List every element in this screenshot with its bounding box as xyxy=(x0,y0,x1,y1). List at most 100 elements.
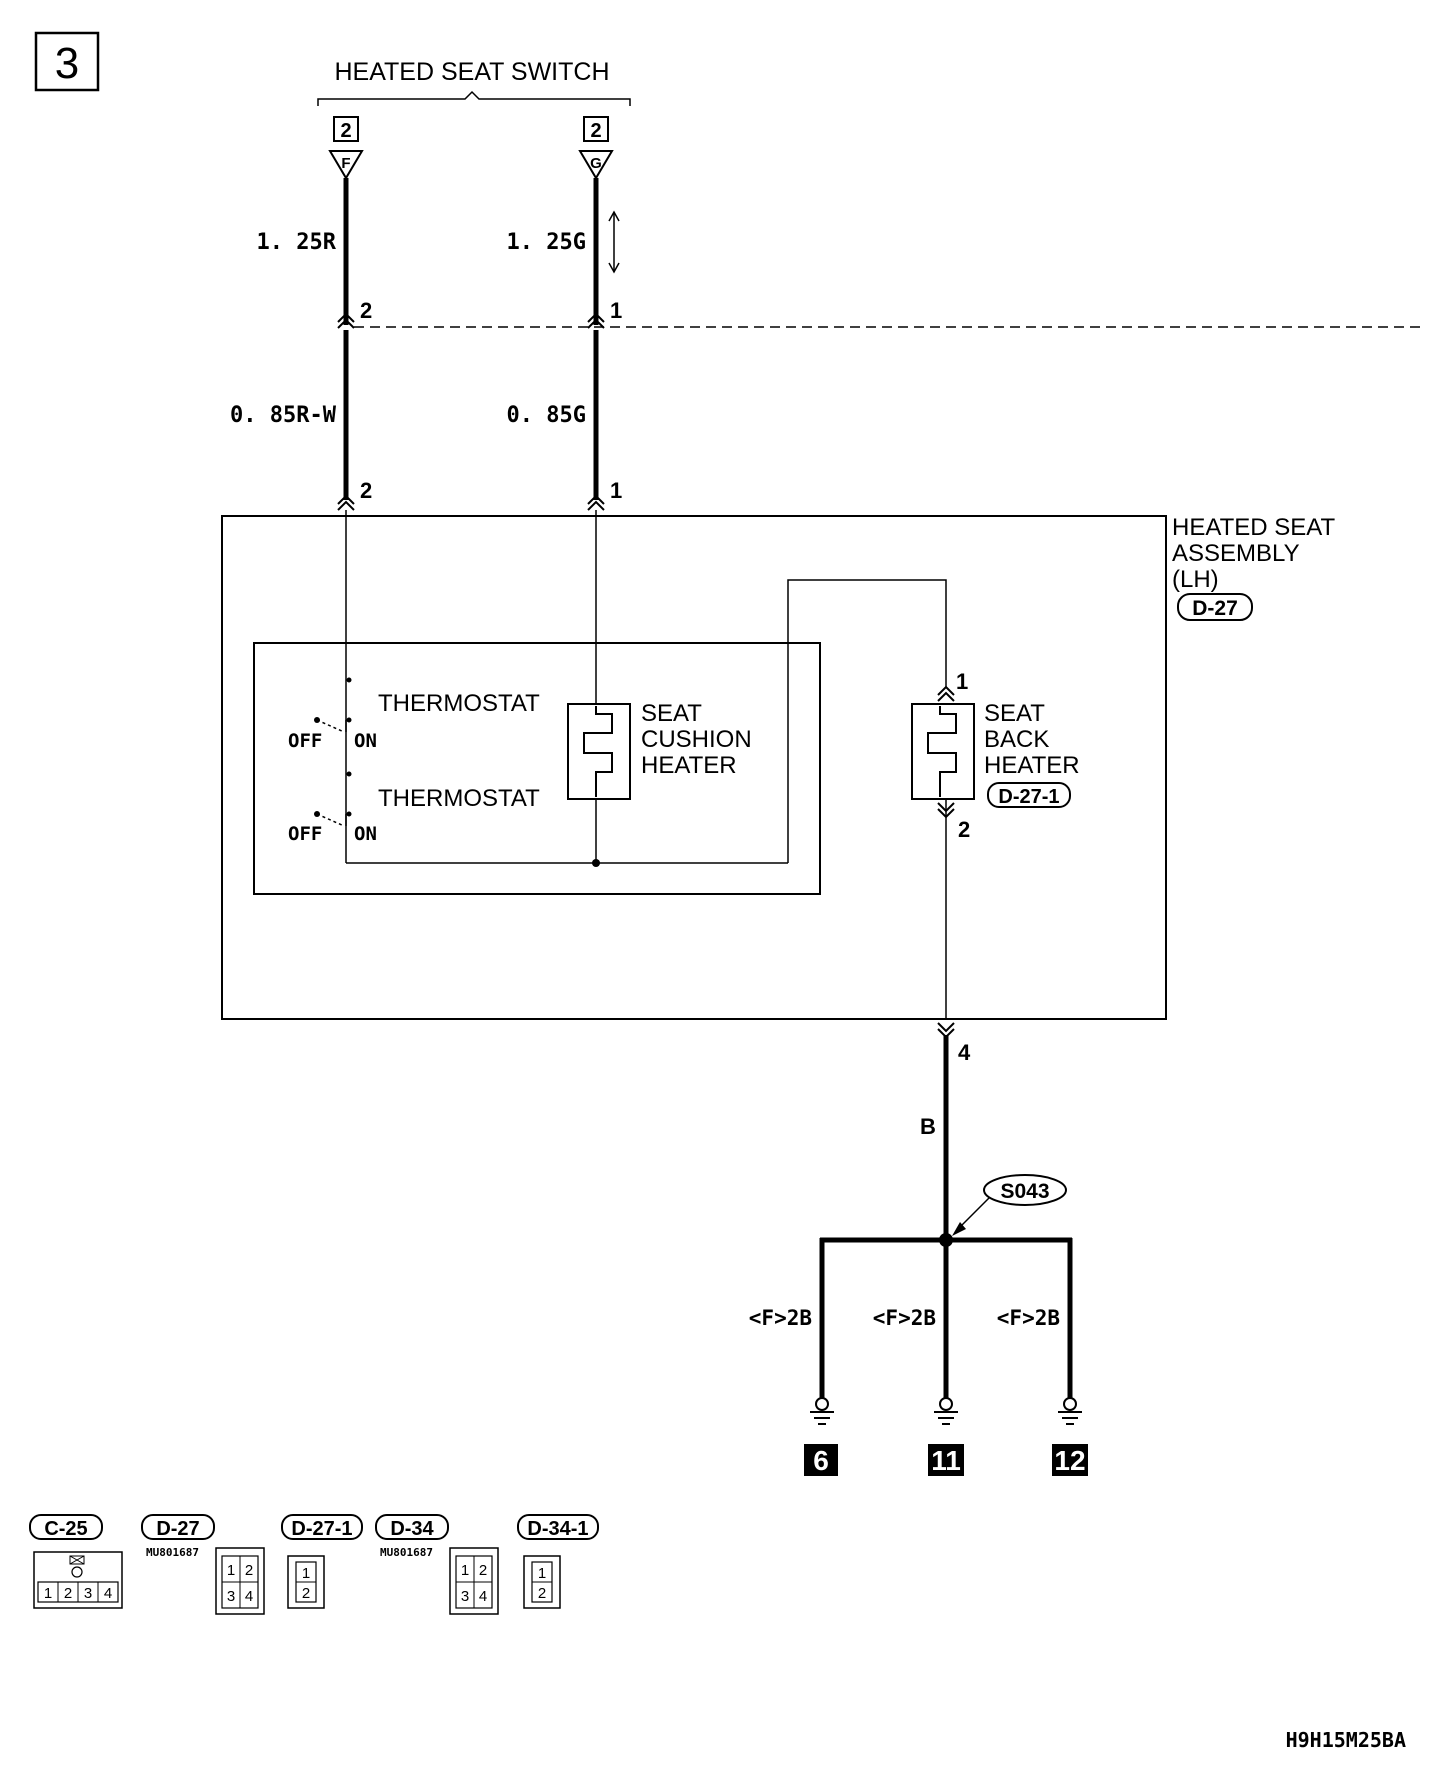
switch-connector-f-box: 2 xyxy=(340,120,351,142)
junction-dot-cushion xyxy=(592,859,600,867)
d-27-pin: 1 xyxy=(227,1562,235,1579)
connector-d-27-name: D-27 xyxy=(156,1518,199,1540)
assembly-connector-label: D-27 xyxy=(1177,593,1253,621)
heated-seat-assembly-box xyxy=(221,515,1167,1020)
wire-to-back-heater xyxy=(787,579,947,863)
switch-connector-g-box: 2 xyxy=(590,120,601,142)
back-heater-label-3: HEATER xyxy=(984,752,1080,779)
d-27-1-pin: 1 xyxy=(302,1565,310,1582)
c-25-pin: 4 xyxy=(104,1585,112,1602)
assembly-connector-text: D-27 xyxy=(1192,597,1238,620)
d-27-pin: 3 xyxy=(227,1588,235,1605)
switch-connector-g: 2 G xyxy=(578,116,614,180)
cushion-heater-box xyxy=(253,642,821,895)
thermostat-2-on: ON xyxy=(354,823,377,845)
wire-label-left-lower: 0. 85R-W xyxy=(230,403,337,428)
splice-s043-label: S043 xyxy=(952,1174,1067,1236)
cushion-heater-label-1: SEAT xyxy=(641,700,702,727)
cushion-heater-label-3: HEATER xyxy=(641,752,737,779)
branch-label-mid: <F>2B xyxy=(873,1306,936,1330)
page-number-box: 3 xyxy=(34,31,100,92)
switch-title: HEATED SEAT SWITCH xyxy=(334,58,609,86)
ground-ref-left: 6 xyxy=(804,1444,838,1476)
connector-d-27-1: D-27-1 1 2 xyxy=(281,1514,363,1609)
wire-label-left-upper: 1. 25R xyxy=(257,230,337,255)
seat-cushion-heater-element xyxy=(567,703,631,800)
wire-label-right-lower: 0. 85G xyxy=(507,403,586,428)
assy-connector-left xyxy=(337,494,355,511)
connector-c-25: C-25 1 2 3 4 xyxy=(29,1514,123,1609)
thermostat-2 xyxy=(314,771,352,827)
pin-right-assy: 1 xyxy=(610,478,622,503)
d-34-1-pin: 2 xyxy=(538,1585,546,1602)
d-34-pin: 1 xyxy=(461,1562,469,1579)
thermostat-1-on: ON xyxy=(354,730,377,752)
back-heater-connector-text: D-27-1 xyxy=(998,786,1059,808)
pin-back-bottom: 2 xyxy=(958,817,970,842)
back-heater-pin-top xyxy=(937,685,955,702)
c-25-pin: 3 xyxy=(84,1585,92,1602)
c-25-pin: 2 xyxy=(64,1585,72,1602)
d-34-pin: 2 xyxy=(479,1562,487,1579)
back-heater-connector-label: D-27-1 xyxy=(987,782,1071,808)
assy-out-connector xyxy=(937,1022,955,1039)
page-number: 3 xyxy=(55,39,79,88)
connector-d-34-part: MU801687 xyxy=(380,1546,433,1559)
switch-bracket xyxy=(317,90,631,106)
d-27-pin: 2 xyxy=(245,1562,253,1579)
switch-connector-g-pin: G xyxy=(590,155,602,172)
cushion-heater-label-2: CUSHION xyxy=(641,726,752,753)
pin-assy-out: 4 xyxy=(958,1040,971,1065)
connector-d-27: D-27 MU801687 1 2 3 4 xyxy=(141,1514,265,1615)
ground-icon-left xyxy=(810,1397,834,1425)
wire-label-right-upper: 1. 25G xyxy=(507,230,586,255)
d-27-pin: 4 xyxy=(245,1588,253,1605)
connector-d-34-1-name: D-34-1 xyxy=(527,1518,588,1540)
assy-connector-right xyxy=(587,494,605,511)
assembly-title-2: ASSEMBLY xyxy=(1172,540,1300,567)
pin-left-assy: 2 xyxy=(360,478,372,503)
connector-d-27-1-name: D-27-1 xyxy=(291,1518,352,1540)
thermostat-2-label: THERMOSTAT xyxy=(378,785,540,812)
double-arrow-icon xyxy=(608,210,620,274)
switch-connector-f: 2 F xyxy=(328,116,364,180)
d-34-1-pin: 1 xyxy=(538,1565,546,1582)
ground-icon-mid xyxy=(934,1397,958,1425)
assembly-title-3: (LH) xyxy=(1172,566,1219,593)
thermostat-1-off: OFF xyxy=(288,730,322,752)
joint-connector-left xyxy=(337,312,355,329)
d-34-pin: 3 xyxy=(461,1588,469,1605)
c-25-pin: 1 xyxy=(44,1585,52,1602)
ground-ref-right-text: 12 xyxy=(1054,1445,1085,1476)
thermostat-1 xyxy=(314,677,352,733)
joint-connector-right xyxy=(587,312,605,329)
connector-d-34-name: D-34 xyxy=(390,1518,434,1540)
assembly-title-1: HEATED SEAT xyxy=(1172,514,1335,541)
ground-ref-right: 12 xyxy=(1052,1444,1088,1476)
pin-left-joint: 2 xyxy=(360,298,372,323)
ground-ref-left-text: 6 xyxy=(813,1445,829,1476)
ground-ref-mid: 11 xyxy=(928,1444,964,1476)
connector-d-27-part: MU801687 xyxy=(146,1546,199,1559)
splice-text: S043 xyxy=(1000,1180,1049,1203)
thermostat-2-off: OFF xyxy=(288,823,322,845)
seat-back-heater-element xyxy=(911,703,975,800)
connector-d-34: D-34 MU801687 1 2 3 4 xyxy=(375,1514,499,1615)
d-27-1-pin: 2 xyxy=(302,1585,310,1602)
d-34-pin: 4 xyxy=(479,1588,487,1605)
figure-code: H9H15M25BA xyxy=(1286,1728,1406,1752)
branch-label-right: <F>2B xyxy=(997,1306,1060,1330)
ground-icon-right xyxy=(1058,1397,1082,1425)
branch-label-left: <F>2B xyxy=(749,1306,812,1330)
pin-right-joint: 1 xyxy=(610,298,622,323)
back-heater-label-1: SEAT xyxy=(984,700,1045,727)
connector-legend: C-25 1 2 3 4 D-27 MU801687 1 2 3 xyxy=(29,1514,599,1615)
connector-c-25-name: C-25 xyxy=(44,1518,87,1540)
connector-d-34-1: D-34-1 1 2 xyxy=(517,1514,599,1609)
switch-connector-f-pin: F xyxy=(341,155,350,172)
thermostat-1-label: THERMOSTAT xyxy=(378,690,540,717)
wire-label-ground: B xyxy=(920,1114,936,1139)
back-heater-label-2: BACK xyxy=(984,726,1049,753)
pin-back-top: 1 xyxy=(956,669,968,694)
